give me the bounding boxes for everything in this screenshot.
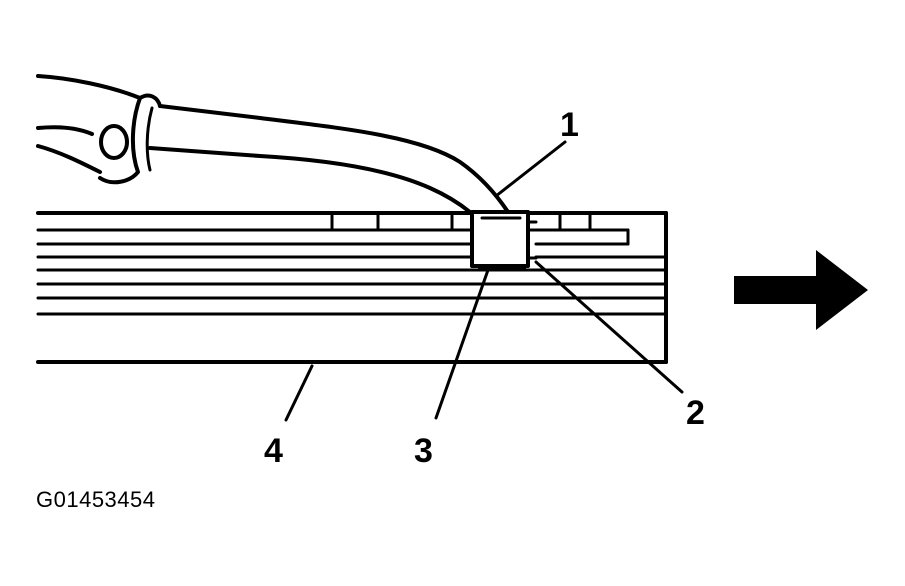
leader-line-3 <box>434 268 490 420</box>
leader-line-4 <box>284 364 314 422</box>
callout-4: 4 <box>264 432 283 470</box>
retaining-clip <box>470 210 538 270</box>
release-tab <box>478 264 526 270</box>
leader-line-2 <box>534 260 684 394</box>
leader-line-1 <box>494 140 567 198</box>
arrow-right-icon <box>734 250 868 330</box>
callout-1: 1 <box>560 106 579 144</box>
wiper-arm <box>36 74 510 214</box>
figure-id: G01453454 <box>36 487 156 512</box>
wiper-blade <box>36 211 668 364</box>
callout-3: 3 <box>414 432 433 470</box>
pivot-hole <box>99 124 129 160</box>
callout-2: 2 <box>686 394 705 432</box>
